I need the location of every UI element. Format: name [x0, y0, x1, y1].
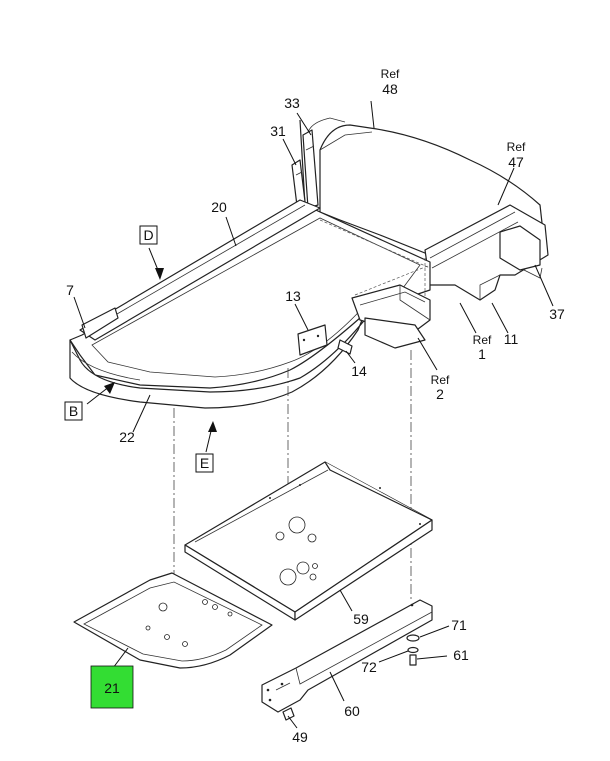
callout-71: 71 [451, 617, 467, 633]
callout-11: 11 [504, 331, 519, 347]
callout-59: 59 [353, 611, 369, 627]
callout-22: 22 [119, 429, 135, 445]
callout-72: 72 [361, 659, 377, 675]
callout-31: 31 [270, 123, 286, 139]
fastener-14 [337, 339, 353, 355]
leader-lines [73, 100, 554, 729]
callout-ref48-number: 48 [382, 81, 398, 97]
view-arrow-e [205, 421, 217, 453]
hidden-edge [319, 219, 431, 269]
highlight-box-21[interactable] [90, 665, 134, 709]
callout-20: 20 [211, 199, 227, 215]
view-arrow-b [86, 382, 115, 405]
callout-ref1-prefix: Ref [473, 333, 492, 347]
callout-ref47-prefix: Ref [507, 140, 526, 154]
view-label-box-e [195, 453, 214, 473]
fastener-49 [282, 707, 295, 721]
washer-71 [406, 634, 420, 642]
callout-ref2-prefix: Ref [431, 373, 450, 387]
view-label-e: E [200, 455, 209, 471]
mount-bracket-ref2 [364, 317, 426, 349]
hidden-edge [354, 264, 431, 296]
callout-21[interactable]: 21 [104, 680, 120, 696]
panel-59 [184, 461, 433, 621]
callout-61: 61 [453, 647, 469, 663]
screw-61 [409, 654, 417, 666]
callout-ref47-number: 47 [508, 154, 524, 170]
callout-60: 60 [344, 703, 360, 719]
callout-ref1-number: 1 [478, 346, 486, 362]
callout-ref2-number: 2 [436, 386, 444, 402]
tray-frame-22 [69, 199, 431, 409]
washer-72 [407, 646, 419, 654]
callout-49: 49 [292, 729, 308, 745]
callout-13: 13 [285, 288, 301, 304]
view-label-b: B [69, 403, 78, 419]
rail-60 [261, 599, 433, 713]
view-label-d: D [143, 227, 153, 243]
view-arrow-d [148, 247, 164, 280]
callout-14: 14 [351, 363, 367, 379]
view-label-box-d [139, 225, 158, 245]
callout-7: 7 [66, 282, 74, 298]
callout-33: 33 [284, 95, 300, 111]
bracket-37 [499, 225, 541, 271]
bottom-plate-21 [73, 572, 273, 669]
callout-37: 37 [549, 306, 565, 322]
callout-ref48-prefix: Ref [381, 67, 400, 81]
view-label-box-b [64, 401, 83, 421]
plate-13 [297, 324, 328, 356]
